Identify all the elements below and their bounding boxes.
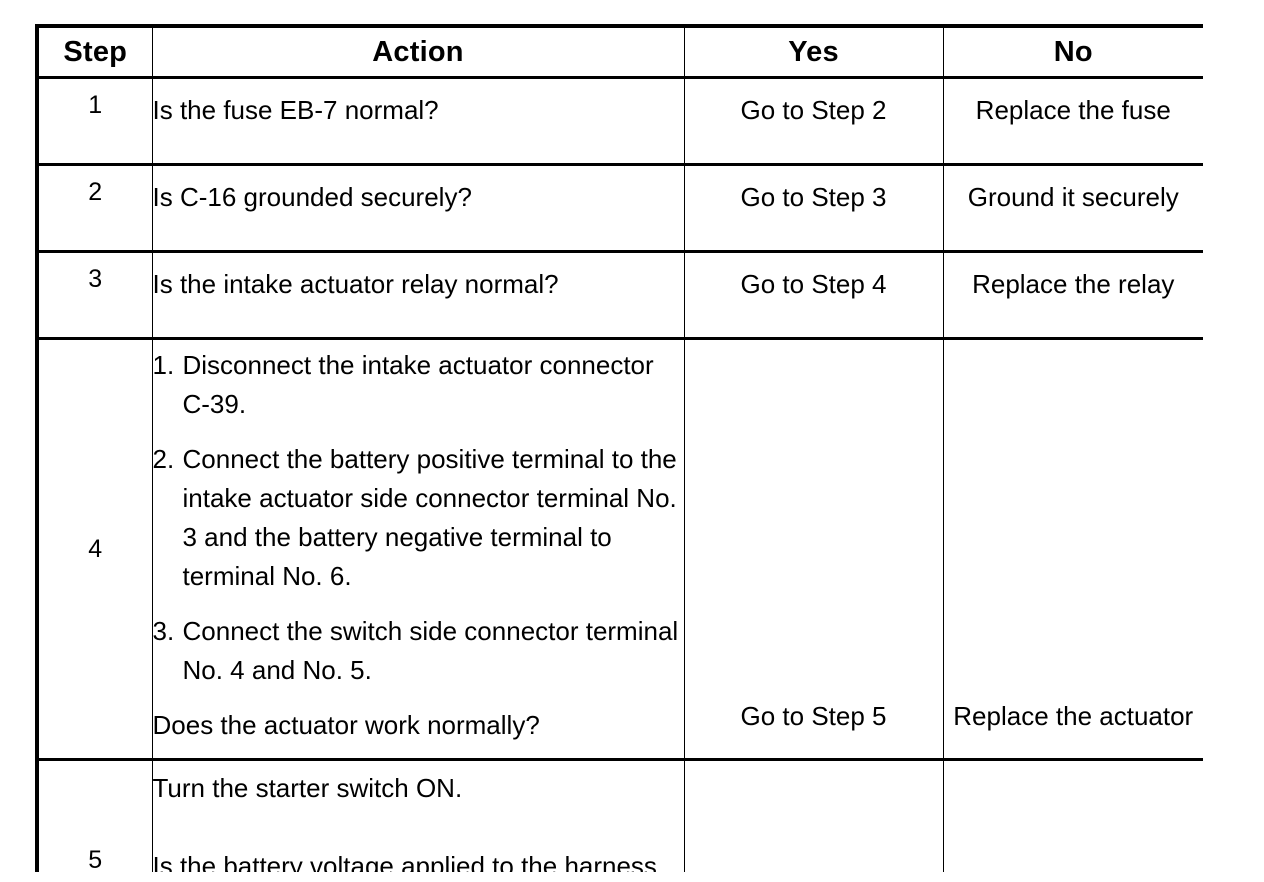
table-header-row: Step Action Yes No — [37, 26, 1203, 79]
list-item-text: Connect the battery positive terminal to… — [182, 444, 677, 591]
column-header-no: No — [942, 26, 1203, 79]
table-row: 3 Is the intake actuator relay normal? G… — [36, 250, 1203, 339]
table-row: 2 Is C-16 grounded securely? Go to Step … — [36, 163, 1203, 252]
list-item-text: Disconnect the intake actuator connector… — [182, 350, 654, 419]
cell-step-number: 3 — [36, 250, 153, 339]
action-question: Does the actuator work normally? — [152, 710, 540, 740]
cell-no: Replace the actuator — [942, 337, 1203, 760]
table-row: 5 Turn the starter switch ON. Is the bat… — [36, 758, 1203, 872]
column-header-step: Step — [37, 26, 153, 79]
list-item: 2. Connect the battery positive terminal… — [153, 440, 684, 596]
cell-yes: Go to Step 5 — [683, 337, 944, 760]
list-item-number: 3. — [152, 616, 175, 646]
cell-action: Is the fuse EB-7 normal? — [151, 77, 685, 165]
cell-yes: Go to Step 3 — [683, 163, 944, 252]
column-header-yes: Yes — [683, 26, 944, 79]
cell-action: 1. Disconnect the intake actuator connec… — [151, 337, 685, 760]
column-header-action: Action — [151, 26, 685, 79]
spacer-line — [153, 808, 684, 847]
list-item-number: 2. — [152, 444, 175, 474]
action-line-primary: Turn the starter switch ON. — [152, 773, 463, 803]
cell-step-number: 5 — [36, 758, 153, 872]
list-item-text: Connect the switch side connector termin… — [182, 616, 679, 685]
action-question: Is the battery voltage applied to the ha… — [152, 851, 657, 872]
cell-no: Ground it securely — [942, 163, 1203, 252]
cell-action: Is the intake actuator relay normal? — [151, 250, 685, 339]
table-row: 1 Is the fuse EB-7 normal? Go to Step 2 … — [36, 77, 1203, 165]
diagnostic-table: Step Action Yes No 1 Is the fuse EB-7 no… — [35, 24, 1203, 872]
cell-yes: Go to Step 4 — [683, 250, 944, 339]
cell-yes: Go to Step 6 — [683, 758, 944, 872]
cell-step-number: 4 — [36, 337, 153, 760]
cell-step-number: 2 — [36, 163, 153, 252]
cell-action: Is C-16 grounded securely? — [151, 163, 685, 252]
diagnostic-table-wrapper: Step Action Yes No 1 Is the fuse EB-7 no… — [35, 24, 1203, 872]
cell-no: Repair an open circuit — [942, 758, 1203, 872]
list-item: 1. Disconnect the intake actuator connec… — [153, 346, 684, 424]
cell-no: Replace the relay — [942, 250, 1203, 339]
procedure-list: 1. Disconnect the intake actuator connec… — [153, 346, 684, 690]
cell-step-number: 1 — [36, 77, 153, 165]
list-item-number: 1. — [152, 350, 175, 380]
table-row: 4 1. Disconnect the intake actuator conn… — [36, 337, 1203, 760]
list-item: 3. Connect the switch side connector ter… — [153, 612, 684, 690]
cell-action: Turn the starter switch ON. Is the batte… — [151, 758, 685, 872]
cell-no: Replace the fuse — [942, 77, 1203, 165]
cell-yes: Go to Step 2 — [683, 77, 944, 165]
